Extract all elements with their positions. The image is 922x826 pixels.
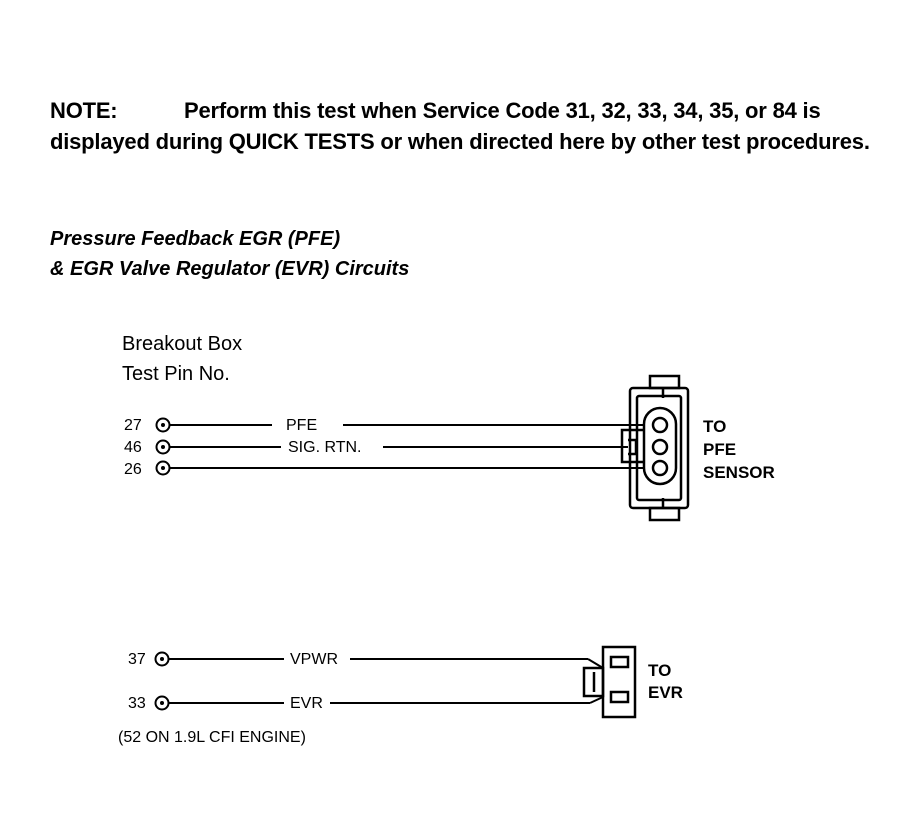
- connector-side-clip: [620, 428, 644, 464]
- pfe-sensor-connector: [620, 374, 690, 522]
- connector-pin-socket-3: [651, 459, 669, 477]
- pfe-dest-pfe: PFE: [703, 440, 736, 459]
- pin-terminal-dot-37: [160, 657, 164, 661]
- evr-pin-row-33: 33 EVR: [128, 695, 604, 712]
- pin-terminal-dot-27: [161, 423, 165, 427]
- breakout-label-line-1: Breakout Box: [122, 333, 242, 355]
- pin-terminal-dot-26: [161, 466, 165, 470]
- heading-line-1: Pressure Feedback EGR (PFE): [50, 228, 341, 250]
- pin-number-33: 33: [128, 695, 146, 712]
- evr-connector-terminal-1: [609, 655, 630, 669]
- evr-dest-to: TO: [648, 661, 671, 680]
- signal-label-evr: EVR: [290, 695, 323, 712]
- pfe-pin-row-27: 27 PFE: [124, 417, 645, 434]
- diagram-heading: Pressure Feedback EGR (PFE) & EGR Valve …: [50, 224, 409, 284]
- pfe-dest-to: TO: [703, 417, 726, 436]
- signal-label-pfe: PFE: [286, 417, 317, 434]
- evr-pin-row-37: 37 VPWR: [128, 651, 604, 669]
- heading-line-2: & EGR Valve Regulator (EVR) Circuits: [50, 258, 410, 280]
- connector-pin-socket-1: [651, 416, 669, 434]
- pin-number-37: 37: [128, 651, 146, 668]
- pfe-pin-row-26: 26: [124, 460, 645, 478]
- pin-terminal-dot-33: [160, 701, 164, 705]
- pin-terminal-dot-46: [161, 445, 165, 449]
- wire-segment: [587, 658, 604, 669]
- evr-footnote: (52 ON 1.9L CFI ENGINE): [118, 729, 306, 746]
- note-paragraph: NOTE:Perform this test when Service Code…: [50, 95, 880, 157]
- connector-pin-housing: [642, 406, 678, 486]
- pfe-pin-row-46: 46 SIG. RTN.: [124, 439, 628, 456]
- evr-connector-clip: [582, 666, 605, 698]
- evr-dest-evr: EVR: [648, 683, 683, 702]
- evr-connector: [582, 645, 637, 719]
- evr-connector-terminal-2: [609, 690, 630, 704]
- signal-label-sig-rtn: SIG. RTN.: [288, 439, 362, 456]
- connector-side-clip-inner: [628, 438, 638, 456]
- breakout-label-line-2: Test Pin No.: [122, 363, 230, 385]
- pin-number-26: 26: [124, 461, 142, 478]
- pfe-dest-sensor: SENSOR: [703, 463, 775, 482]
- connector-bottom-latch: [648, 506, 681, 522]
- connector-pin-socket-2: [651, 438, 669, 456]
- signal-label-vpwr: VPWR: [290, 651, 338, 668]
- note-label: NOTE:: [50, 98, 118, 123]
- pin-number-46: 46: [124, 439, 142, 456]
- pin-number-27: 27: [124, 417, 142, 434]
- note-text: Perform this test when Service Code 31, …: [50, 98, 870, 154]
- connector-top-latch: [648, 374, 681, 390]
- wire-segment: [589, 696, 604, 704]
- connector-outer-shell: [628, 386, 690, 510]
